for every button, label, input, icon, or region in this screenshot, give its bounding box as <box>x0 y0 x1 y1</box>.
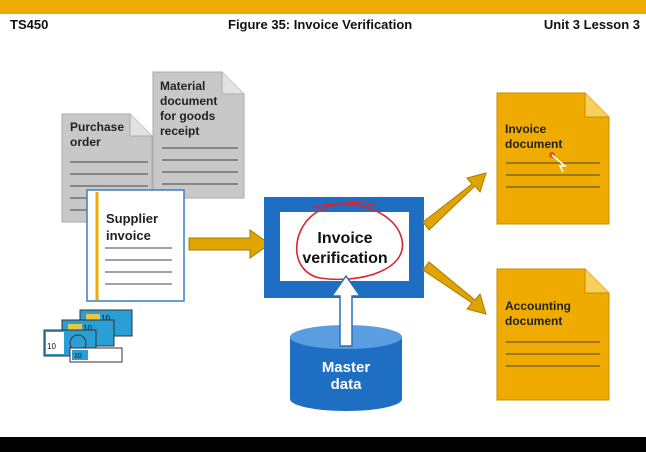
arrow-master-to-verification <box>330 274 362 347</box>
red-annotation-circle <box>295 201 404 281</box>
invoice-verification-box <box>264 197 424 298</box>
material-document <box>152 71 245 199</box>
svg-text:10: 10 <box>101 314 110 323</box>
figure-title: Figure 35: Invoice Verification <box>228 17 413 32</box>
accounting-document-label: Accounting document <box>505 299 571 328</box>
arrow-to-accounting-document <box>422 261 487 315</box>
svg-text:10: 10 <box>83 324 92 333</box>
bottom-bar <box>0 437 646 452</box>
master-data-label: Master data <box>321 359 371 393</box>
invoice-document <box>496 92 610 225</box>
top-accent-bar <box>0 0 646 14</box>
svg-text:10: 10 <box>47 342 56 351</box>
supplier-invoice-label: Supplier invoice <box>106 211 159 243</box>
invoice-document-label: Invoice document <box>505 122 563 151</box>
invoice-verification-label: Invoice verification <box>302 230 388 267</box>
svg-text:10: 10 <box>74 353 82 360</box>
material-document-label: Material document for goods receipt <box>160 79 218 138</box>
supplier-invoice-document <box>86 189 185 302</box>
arrow-to-invoice-document <box>422 172 487 231</box>
arrow-invoice-to-verification <box>188 229 271 259</box>
unit-lesson: Unit 3 Lesson 3 <box>543 17 640 32</box>
banknotes-icon: 10 10 10 10 <box>43 309 133 363</box>
course-code: TS450 <box>10 17 49 32</box>
purchase-order-label: Purchase order <box>70 120 125 149</box>
accounting-document <box>496 268 610 401</box>
